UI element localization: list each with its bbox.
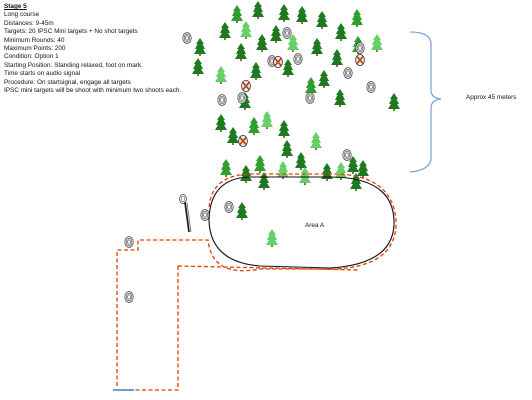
tree-icon: [219, 22, 231, 40]
ipsc-target-icon: [342, 149, 352, 161]
no-shoot-target-icon: [354, 53, 366, 67]
tree-icon: [282, 59, 294, 77]
ipsc-target-icon: [305, 92, 315, 104]
tree-icon: [227, 127, 239, 145]
stage-line: Procedure: On startsignal, engage all ta…: [4, 78, 131, 86]
tree-icon: [310, 132, 322, 150]
tree-icon: [261, 111, 273, 129]
ipsc-target-icon: [182, 32, 192, 44]
tree-icon: [351, 9, 363, 27]
tree-icon: [334, 89, 346, 107]
stage-line: Long course: [4, 11, 40, 19]
tree-icon: [252, 1, 264, 19]
area-a-label: Area A: [305, 222, 325, 229]
tree-icon: [371, 34, 383, 52]
area-a-outline: [208, 176, 395, 269]
tree-icon: [270, 25, 282, 43]
tree-icon: [321, 163, 333, 181]
ipsc-target-icon: [343, 67, 353, 79]
stage-line: Condition: Option 1: [4, 53, 59, 61]
stage-line: Targets: 20 IPSC Mini targets + No shot …: [4, 28, 138, 36]
tree-group-lower: [220, 152, 369, 247]
tree-icon: [296, 6, 308, 24]
tree-icon: [194, 38, 206, 56]
tree-icon: [316, 11, 328, 29]
tree-icon: [236, 202, 248, 220]
tree-icon: [281, 140, 293, 158]
tree-icon: [258, 172, 270, 190]
distance-label: Approx 45 meters: [466, 94, 517, 101]
tree-icon: [215, 66, 227, 84]
ipsc-target-icon: [293, 53, 303, 65]
ipsc-target-icon: [282, 27, 292, 39]
ipsc-target-icon: [124, 236, 134, 248]
tree-icon: [250, 62, 262, 80]
tree-icon: [295, 152, 307, 170]
tree-icon: [220, 159, 232, 177]
ipsc-target-icon: [124, 291, 134, 303]
ipsc-target-icon: [237, 92, 247, 104]
stage-line: Minimum Rounds: 40: [4, 36, 65, 44]
tree-group: [192, 1, 400, 158]
tree-icon: [248, 117, 260, 135]
fault-line-lower: [120, 265, 361, 391]
tree-icon: [311, 38, 323, 56]
tree-icon: [335, 23, 347, 41]
tree-icon: [256, 34, 268, 52]
stage-line: Maximum Points: 200: [4, 45, 66, 53]
tree-icon: [240, 21, 252, 39]
stage-title: Stage 5: [4, 3, 27, 10]
tree-icon: [277, 161, 289, 179]
tree-icon: [215, 114, 227, 132]
no-shoot-target-icon: [237, 134, 249, 148]
tree-icon: [266, 229, 278, 247]
tree-icon: [388, 93, 400, 111]
fault-line: [116, 173, 397, 386]
distance-bracket: [409, 31, 442, 173]
tree-icon: [331, 49, 343, 67]
stage-line: Time starts on audio signal: [4, 70, 81, 78]
tree-icon: [278, 120, 290, 138]
tree-icon: [305, 77, 317, 95]
tree-icon: [235, 43, 247, 61]
barricade-wall: [179, 193, 192, 233]
tree-icon: [278, 4, 290, 22]
stage-line: IPSC mini targets will be shoot with min…: [4, 87, 182, 95]
no-shoot-target-icon: [272, 55, 284, 69]
tree-icon: [231, 5, 243, 23]
tree-icon: [192, 58, 204, 76]
ipsc-target-icon: [355, 42, 365, 54]
stage-line: Starting Position: Standing relaxed, foo…: [4, 61, 143, 69]
ipsc-target-icon: [366, 81, 376, 93]
tree-icon: [357, 160, 369, 178]
stage-description: Stage 5 Long course Distances: 9-45m Tar…: [4, 3, 181, 95]
ipsc-target-icon: [217, 94, 227, 106]
tree-icon: [318, 70, 330, 88]
stage-line: Distances: 9-45m: [4, 19, 54, 27]
ipsc-target-icon: [224, 201, 234, 213]
ipsc-target-icon: [200, 209, 210, 221]
tree-icon: [254, 155, 266, 173]
no-shoot-target-icon: [240, 79, 252, 93]
